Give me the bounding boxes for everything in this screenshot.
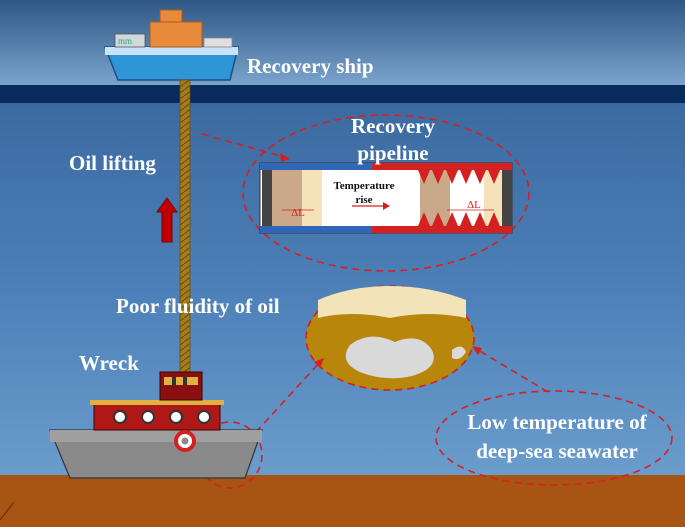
- pipeline-cross-section: [259, 162, 513, 234]
- wreck-ship-icon: [49, 371, 263, 479]
- recovery-pipeline-label-line2: pipeline: [357, 141, 428, 165]
- pipeline-detail-bubble: [242, 114, 530, 272]
- recovery-ship-icon: mm: [103, 9, 239, 81]
- lifting-pipe: [179, 79, 191, 377]
- seabed: [0, 475, 685, 527]
- delta-l-left-label: ΔL: [291, 207, 305, 219]
- pipeline-pointer-head-icon: [280, 153, 290, 162]
- lift-up-arrow-icon: [156, 197, 178, 243]
- wreck-label: Wreck: [79, 351, 139, 375]
- poor-fluidity-label: Poor fluidity of oil: [116, 294, 280, 318]
- delta-l-right-label: ΔL: [467, 199, 481, 211]
- temperature-rise-label-line2: rise: [355, 194, 372, 206]
- seabed-crack: [0, 501, 15, 521]
- wreck-pointer: [255, 361, 321, 433]
- svg-text:mm: mm: [118, 36, 132, 46]
- recovery-pipeline-label-line1: Recovery: [351, 114, 435, 138]
- sea-surface-band: [0, 85, 685, 103]
- low-temp-label-line1: Low temperature of: [467, 410, 647, 434]
- wreck-pointer-head-icon: [314, 358, 324, 368]
- pipeline-pointer: [201, 133, 289, 159]
- oil-sample-bubble: [305, 285, 475, 391]
- low-temp-bubble: [435, 390, 673, 486]
- recovery-ship-label: Recovery ship: [247, 54, 374, 78]
- low-temp-pointer-head-icon: [472, 346, 482, 355]
- low-temp-pointer: [477, 349, 549, 393]
- temperature-rise-label-line1: Temperature: [333, 180, 394, 192]
- oil-lifting-label: Oil lifting: [69, 151, 156, 175]
- low-temp-label-line2: deep-sea seawater: [476, 439, 638, 463]
